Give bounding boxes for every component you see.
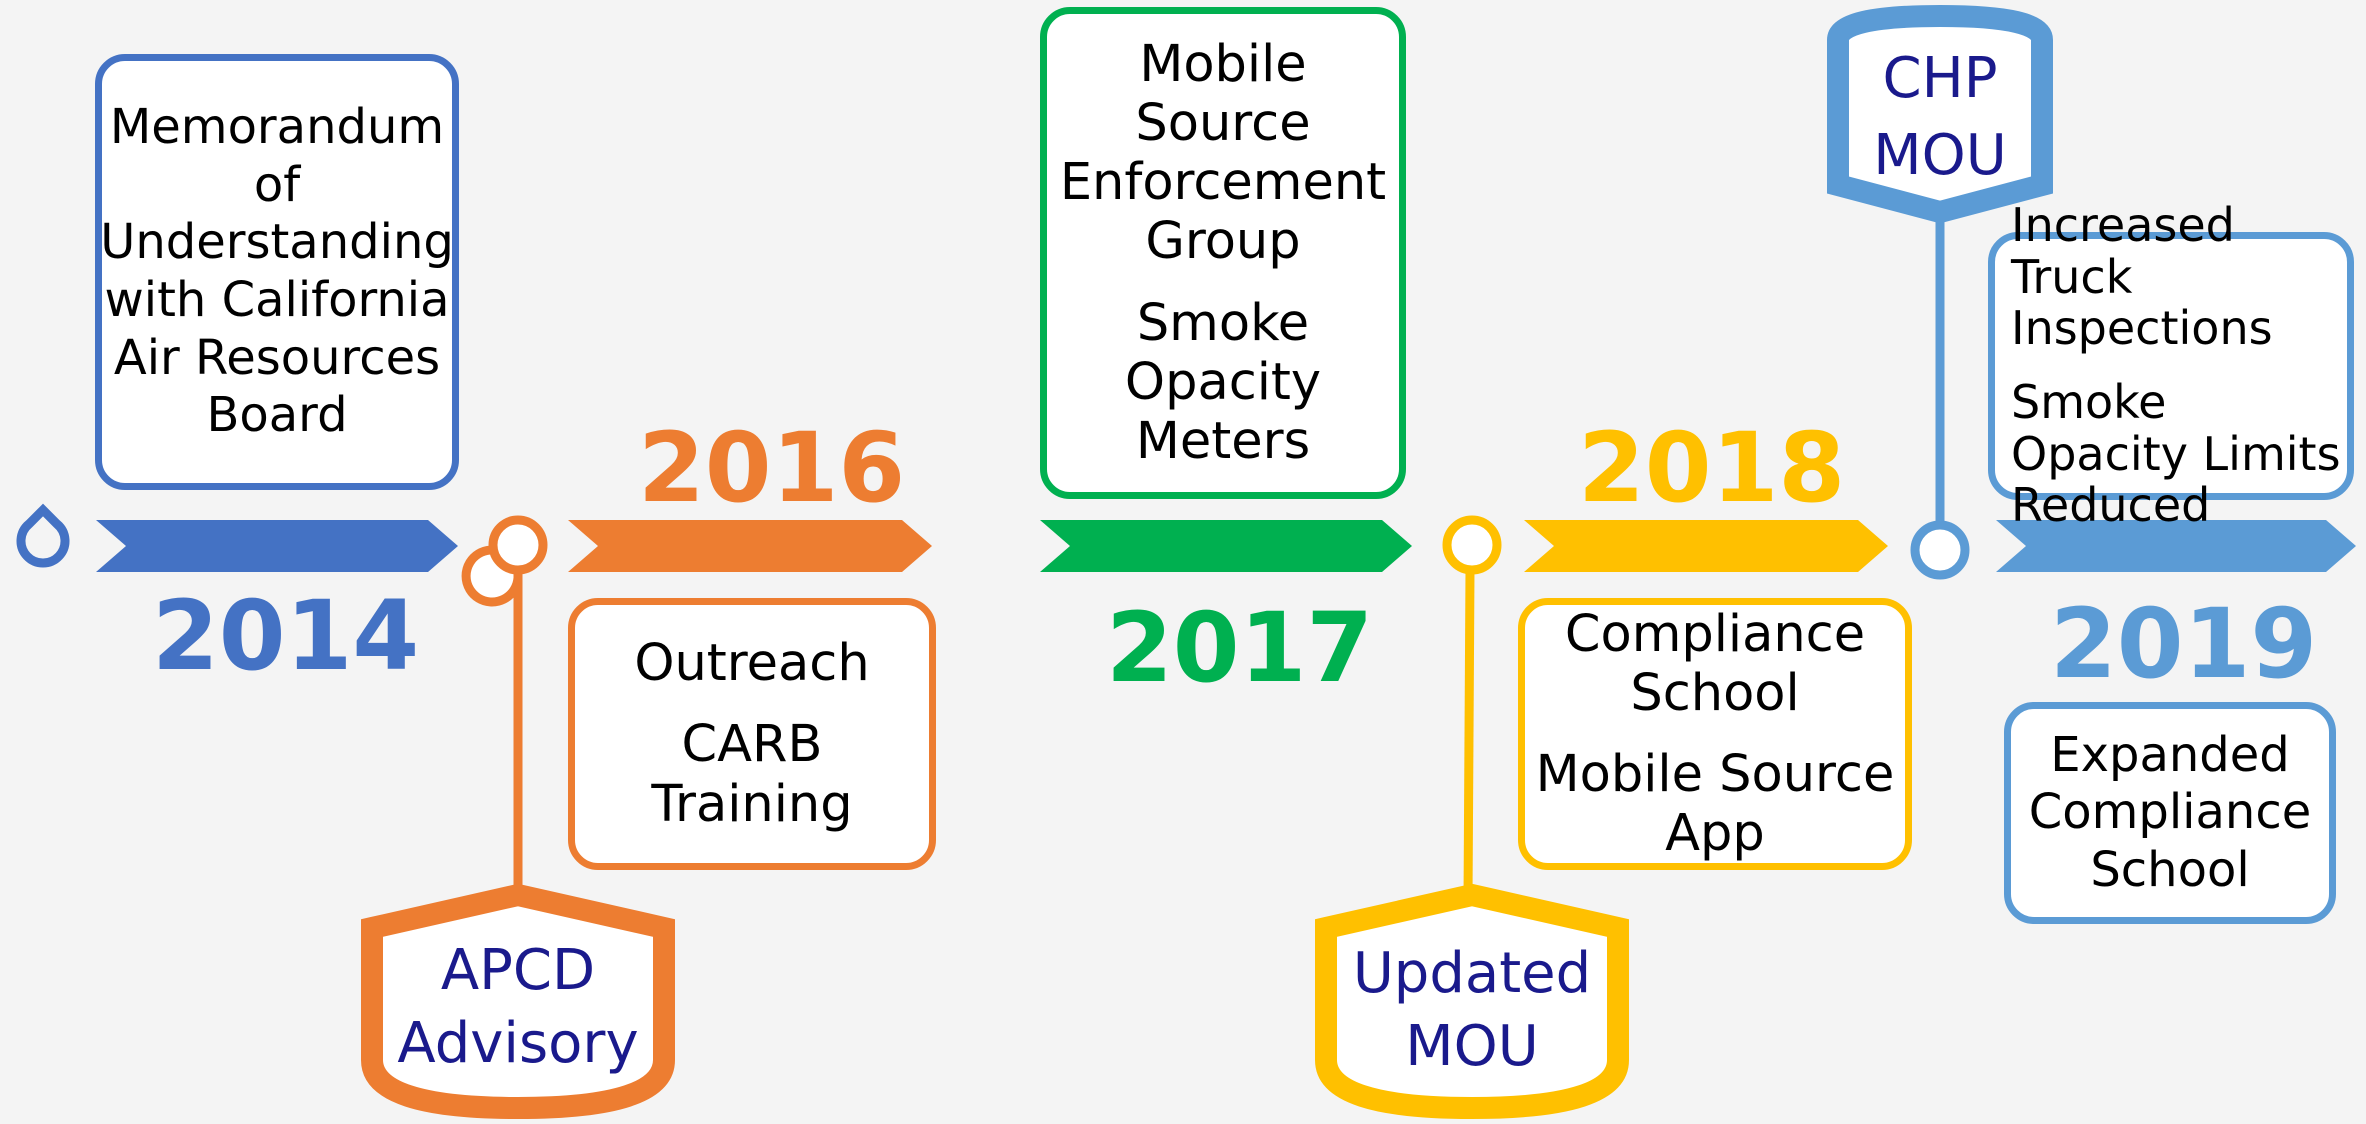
shield-chp-mou [1827, 4, 2053, 224]
box-2019b-text: Expanded Compliance School [2028, 726, 2312, 898]
year-2019: 2019 [2050, 588, 2318, 700]
pin-2019-head [1910, 520, 1970, 580]
milestone-box-2018: Compliance School Mobile Source App [1518, 598, 1912, 870]
milestone-box-2019-a: Increased Truck Inspections Smoke Opacit… [1988, 200, 2354, 531]
timeline-arrow-2014 [96, 520, 458, 572]
year-2017: 2017 [1106, 592, 1374, 704]
box-2017-item-1: Mobile Source Enforcement Group [1059, 34, 1387, 272]
pin-2014 [16, 503, 70, 568]
box-2018-item-1: Compliance School [1564, 604, 1866, 723]
box-2016-item-1: Outreach [634, 634, 870, 694]
box-2017-item-2: Smoke Opacity Meters [1124, 293, 1322, 471]
shield-updated-mou [1315, 883, 1629, 1120]
shield-apcd [361, 883, 675, 1120]
timeline-arrow-2017 [1040, 520, 1412, 572]
year-2014: 2014 [152, 580, 420, 692]
pin-2016-head [488, 515, 548, 575]
shield-chp-mou-text: CHP MOU [1873, 46, 2007, 189]
pin-2018-stem [1463, 569, 1475, 901]
year-2016: 2016 [638, 412, 906, 524]
shield-updated-mou-text: Updated MOU [1352, 941, 1592, 1079]
timeline-arrow-2019 [1996, 520, 2356, 572]
year-2018: 2018 [1578, 412, 1846, 524]
box-2019a-item-1: Increased Truck Inspections [2011, 198, 2273, 356]
milestone-box-2014: Memorandum of Understanding with Califor… [95, 54, 459, 490]
milestone-box-2016: Outreach CARB Training [568, 598, 936, 870]
box-2018-item-2: Mobile Source App [1535, 745, 1895, 864]
timeline-arrow-2016 [568, 520, 932, 572]
box-2014-text: Memorandum of Understanding with Califor… [100, 99, 454, 444]
shield-apcd-text: APCD Advisory [397, 938, 639, 1076]
pin-2018-head [1442, 515, 1502, 575]
box-2019a-item-2: Smoke Opacity Limits Reduced [2011, 375, 2341, 533]
timeline-arrow-2018 [1524, 520, 1888, 572]
milestone-box-2017: Mobile Source Enforcement Group Smoke Op… [1040, 7, 1406, 499]
box-2016-item-2: CARB Training [651, 715, 853, 834]
milestone-box-2019-b: Expanded Compliance School [2004, 702, 2336, 924]
